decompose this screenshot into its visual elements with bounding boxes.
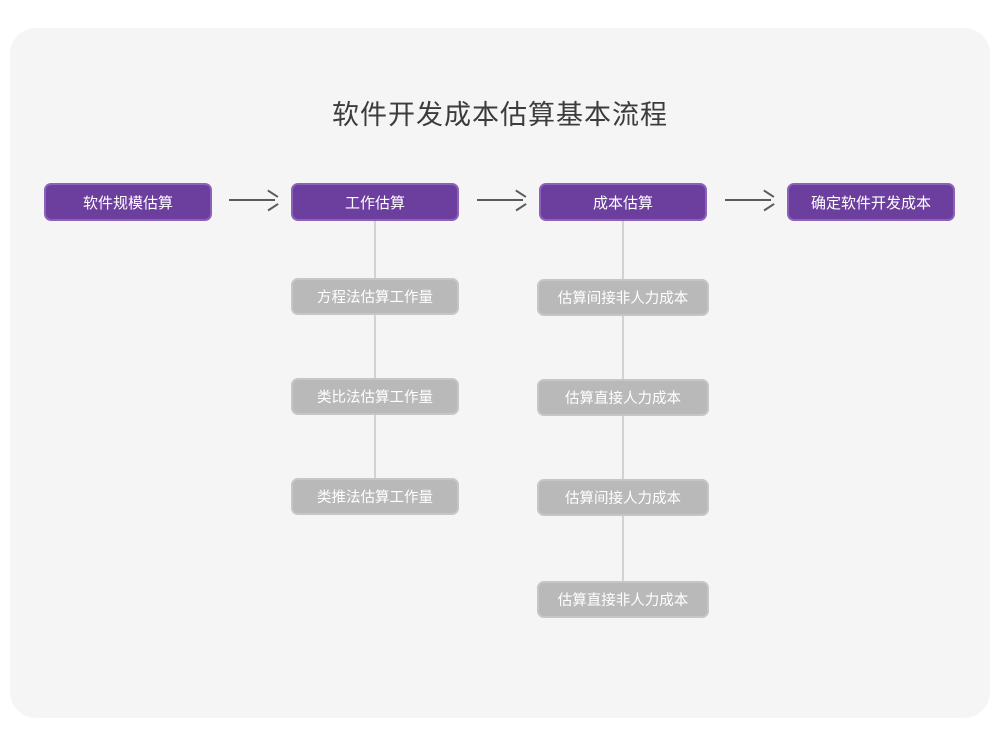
sub-node-direct-non-labor-cost[interactable]: 估算直接非人力成本	[537, 581, 709, 618]
connector-line-work	[374, 221, 376, 499]
flow-node-determine-dev-cost[interactable]: 确定软件开发成本	[787, 183, 955, 221]
sub-node-analogy-method-effort[interactable]: 类比法估算工作量	[291, 378, 459, 415]
arrow-head-icon	[762, 193, 772, 207]
sub-node-direct-labor-cost[interactable]: 估算直接人力成本	[537, 379, 709, 416]
arrow-head-icon	[514, 193, 524, 207]
flow-node-software-scale-estimation[interactable]: 软件规模估算	[44, 183, 212, 221]
sub-node-equation-method-effort[interactable]: 方程法估算工作量	[291, 278, 459, 315]
arrow-head-icon	[266, 193, 276, 207]
arrow-3	[725, 190, 771, 210]
diagram-card-panel	[10, 28, 990, 718]
arrow-shaft	[725, 199, 771, 201]
page-title: 软件开发成本估算基本流程	[332, 100, 668, 131]
arrow-2	[477, 190, 523, 210]
arrow-1	[229, 190, 275, 210]
arrow-shaft	[229, 199, 275, 201]
sub-node-inference-method-effort[interactable]: 类推法估算工作量	[291, 478, 459, 515]
flow-node-work-estimation[interactable]: 工作估算	[291, 183, 459, 221]
sub-node-indirect-labor-cost[interactable]: 估算间接人力成本	[537, 479, 709, 516]
flow-node-cost-estimation[interactable]: 成本估算	[539, 183, 707, 221]
arrow-shaft	[477, 199, 523, 201]
sub-node-indirect-non-labor-cost[interactable]: 估算间接非人力成本	[537, 279, 709, 316]
